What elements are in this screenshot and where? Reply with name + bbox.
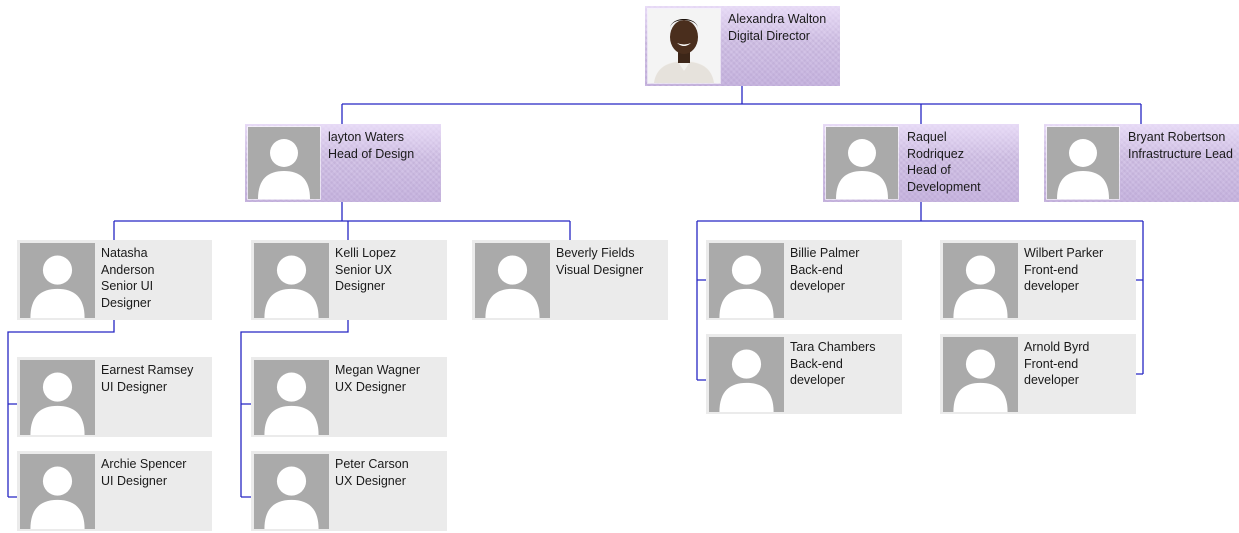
person-title: Front-end developer (1024, 262, 1079, 294)
default-avatar-icon (254, 360, 329, 435)
person-name: Bryant Robertson (1128, 130, 1226, 144)
default-avatar-icon (20, 454, 95, 529)
org-node-senior-ui-designer[interactable]: Natasha Anderson Senior UI Designer (17, 240, 212, 320)
org-node-infrastructure-lead[interactable]: Bryant Robertson Infrastructure Lead (1044, 124, 1239, 202)
person-title: Senior UI Designer (101, 279, 154, 310)
person-title: UI Designer (101, 379, 167, 394)
org-node-ux-designer[interactable]: Megan Wagner UX Designer (251, 357, 447, 437)
person-name: Beverly Fields (556, 246, 635, 260)
person-name: Tara Chambers (790, 340, 876, 354)
default-avatar-icon (943, 243, 1018, 318)
person-name: Archie Spencer (101, 457, 187, 471)
node-text: Megan Wagner UX Designer (335, 362, 420, 395)
person-title: Back-end developer (790, 356, 845, 388)
default-avatar-icon (826, 127, 898, 199)
default-avatar-icon (475, 243, 550, 318)
org-node-senior-ux-designer[interactable]: Kelli Lopez Senior UX Designer (251, 240, 447, 320)
org-node-ux-designer[interactable]: Peter Carson UX Designer (251, 451, 447, 531)
default-avatar-icon (709, 337, 784, 412)
default-avatar-icon (248, 127, 320, 199)
person-name: Earnest Ramsey (101, 363, 194, 377)
person-photo (648, 9, 720, 83)
node-text: Earnest Ramsey UI Designer (101, 362, 193, 395)
person-title: Head of Design (328, 146, 415, 161)
org-node-head-of-design[interactable]: layton Waters Head of Design (245, 124, 441, 202)
node-text: Archie Spencer UI Designer (101, 456, 186, 489)
person-name: Kelli Lopez (335, 246, 397, 260)
org-node-visual-designer[interactable]: Beverly Fields Visual Designer (472, 240, 668, 320)
org-node-front-end-developer[interactable]: Wilbert Parker Front-end developer (940, 240, 1136, 320)
person-name: Wilbert Parker (1024, 246, 1104, 260)
node-text: Wilbert Parker Front-end developer (1024, 245, 1124, 295)
node-text: Beverly Fields Visual Designer (556, 245, 643, 278)
person-title: UI Designer (101, 473, 167, 488)
person-name: Billie Palmer (790, 246, 860, 260)
org-node-back-end-developer[interactable]: Tara Chambers Back-end developer (706, 334, 902, 414)
node-text: Bryant Robertson Infrastructure Lead (1128, 129, 1236, 162)
connector-dev-to-developers (696, 202, 1144, 381)
node-text: Natasha Anderson Senior UI Designer (101, 245, 201, 311)
node-text: Billie Palmer Back-end developer (790, 245, 890, 295)
person-name: Arnold Byrd (1024, 340, 1090, 354)
person-title: UX Designer (335, 473, 406, 488)
node-text: layton Waters Head of Design (328, 129, 414, 162)
person-title: Head of Development (907, 163, 981, 194)
node-text: Peter Carson UX Designer (335, 456, 409, 489)
person-name: Natasha Anderson (101, 246, 155, 277)
person-title: Back-end developer (790, 262, 845, 294)
connector-natasha-to-ui (7, 320, 115, 498)
person-title: Front-end developer (1024, 356, 1079, 388)
org-node-ui-designer[interactable]: Archie Spencer UI Designer (17, 451, 212, 531)
node-text: Tara Chambers Back-end developer (790, 339, 890, 389)
person-name: Raquel Rodriquez (907, 130, 964, 161)
person-title: Infrastructure Lead (1128, 146, 1233, 161)
default-avatar-icon (20, 360, 95, 435)
node-text: Kelli Lopez Senior UX Designer (335, 245, 439, 295)
default-avatar-icon (254, 454, 329, 529)
org-node-ui-designer[interactable]: Earnest Ramsey UI Designer (17, 357, 212, 437)
person-title: Digital Director (728, 28, 810, 43)
node-text: Arnold Byrd Front-end developer (1024, 339, 1124, 389)
connector-design-to-leads (113, 202, 571, 240)
default-avatar-icon (254, 243, 329, 318)
node-text: Raquel Rodriquez Head of Development (907, 129, 1007, 195)
org-node-digital-director[interactable]: Alexandra Walton Digital Director (645, 6, 840, 86)
org-node-head-of-development[interactable]: Raquel Rodriquez Head of Development (823, 124, 1019, 202)
person-title: Visual Designer (556, 262, 644, 277)
person-title: Senior UX Designer (335, 262, 392, 294)
default-avatar-icon (709, 243, 784, 318)
person-name: layton Waters (328, 130, 404, 144)
connector-kelli-to-ux (240, 320, 349, 498)
person-name: Peter Carson (335, 457, 409, 471)
org-node-front-end-developer[interactable]: Arnold Byrd Front-end developer (940, 334, 1136, 414)
person-name: Alexandra Walton (728, 12, 827, 26)
default-avatar-icon (20, 243, 95, 318)
person-name: Megan Wagner (335, 363, 420, 377)
default-avatar-icon (1047, 127, 1119, 199)
connector-root-to-managers (341, 86, 1142, 124)
node-text: Alexandra Walton Digital Director (728, 11, 826, 44)
default-avatar-icon (943, 337, 1018, 412)
person-title: UX Designer (335, 379, 406, 394)
org-node-back-end-developer[interactable]: Billie Palmer Back-end developer (706, 240, 902, 320)
